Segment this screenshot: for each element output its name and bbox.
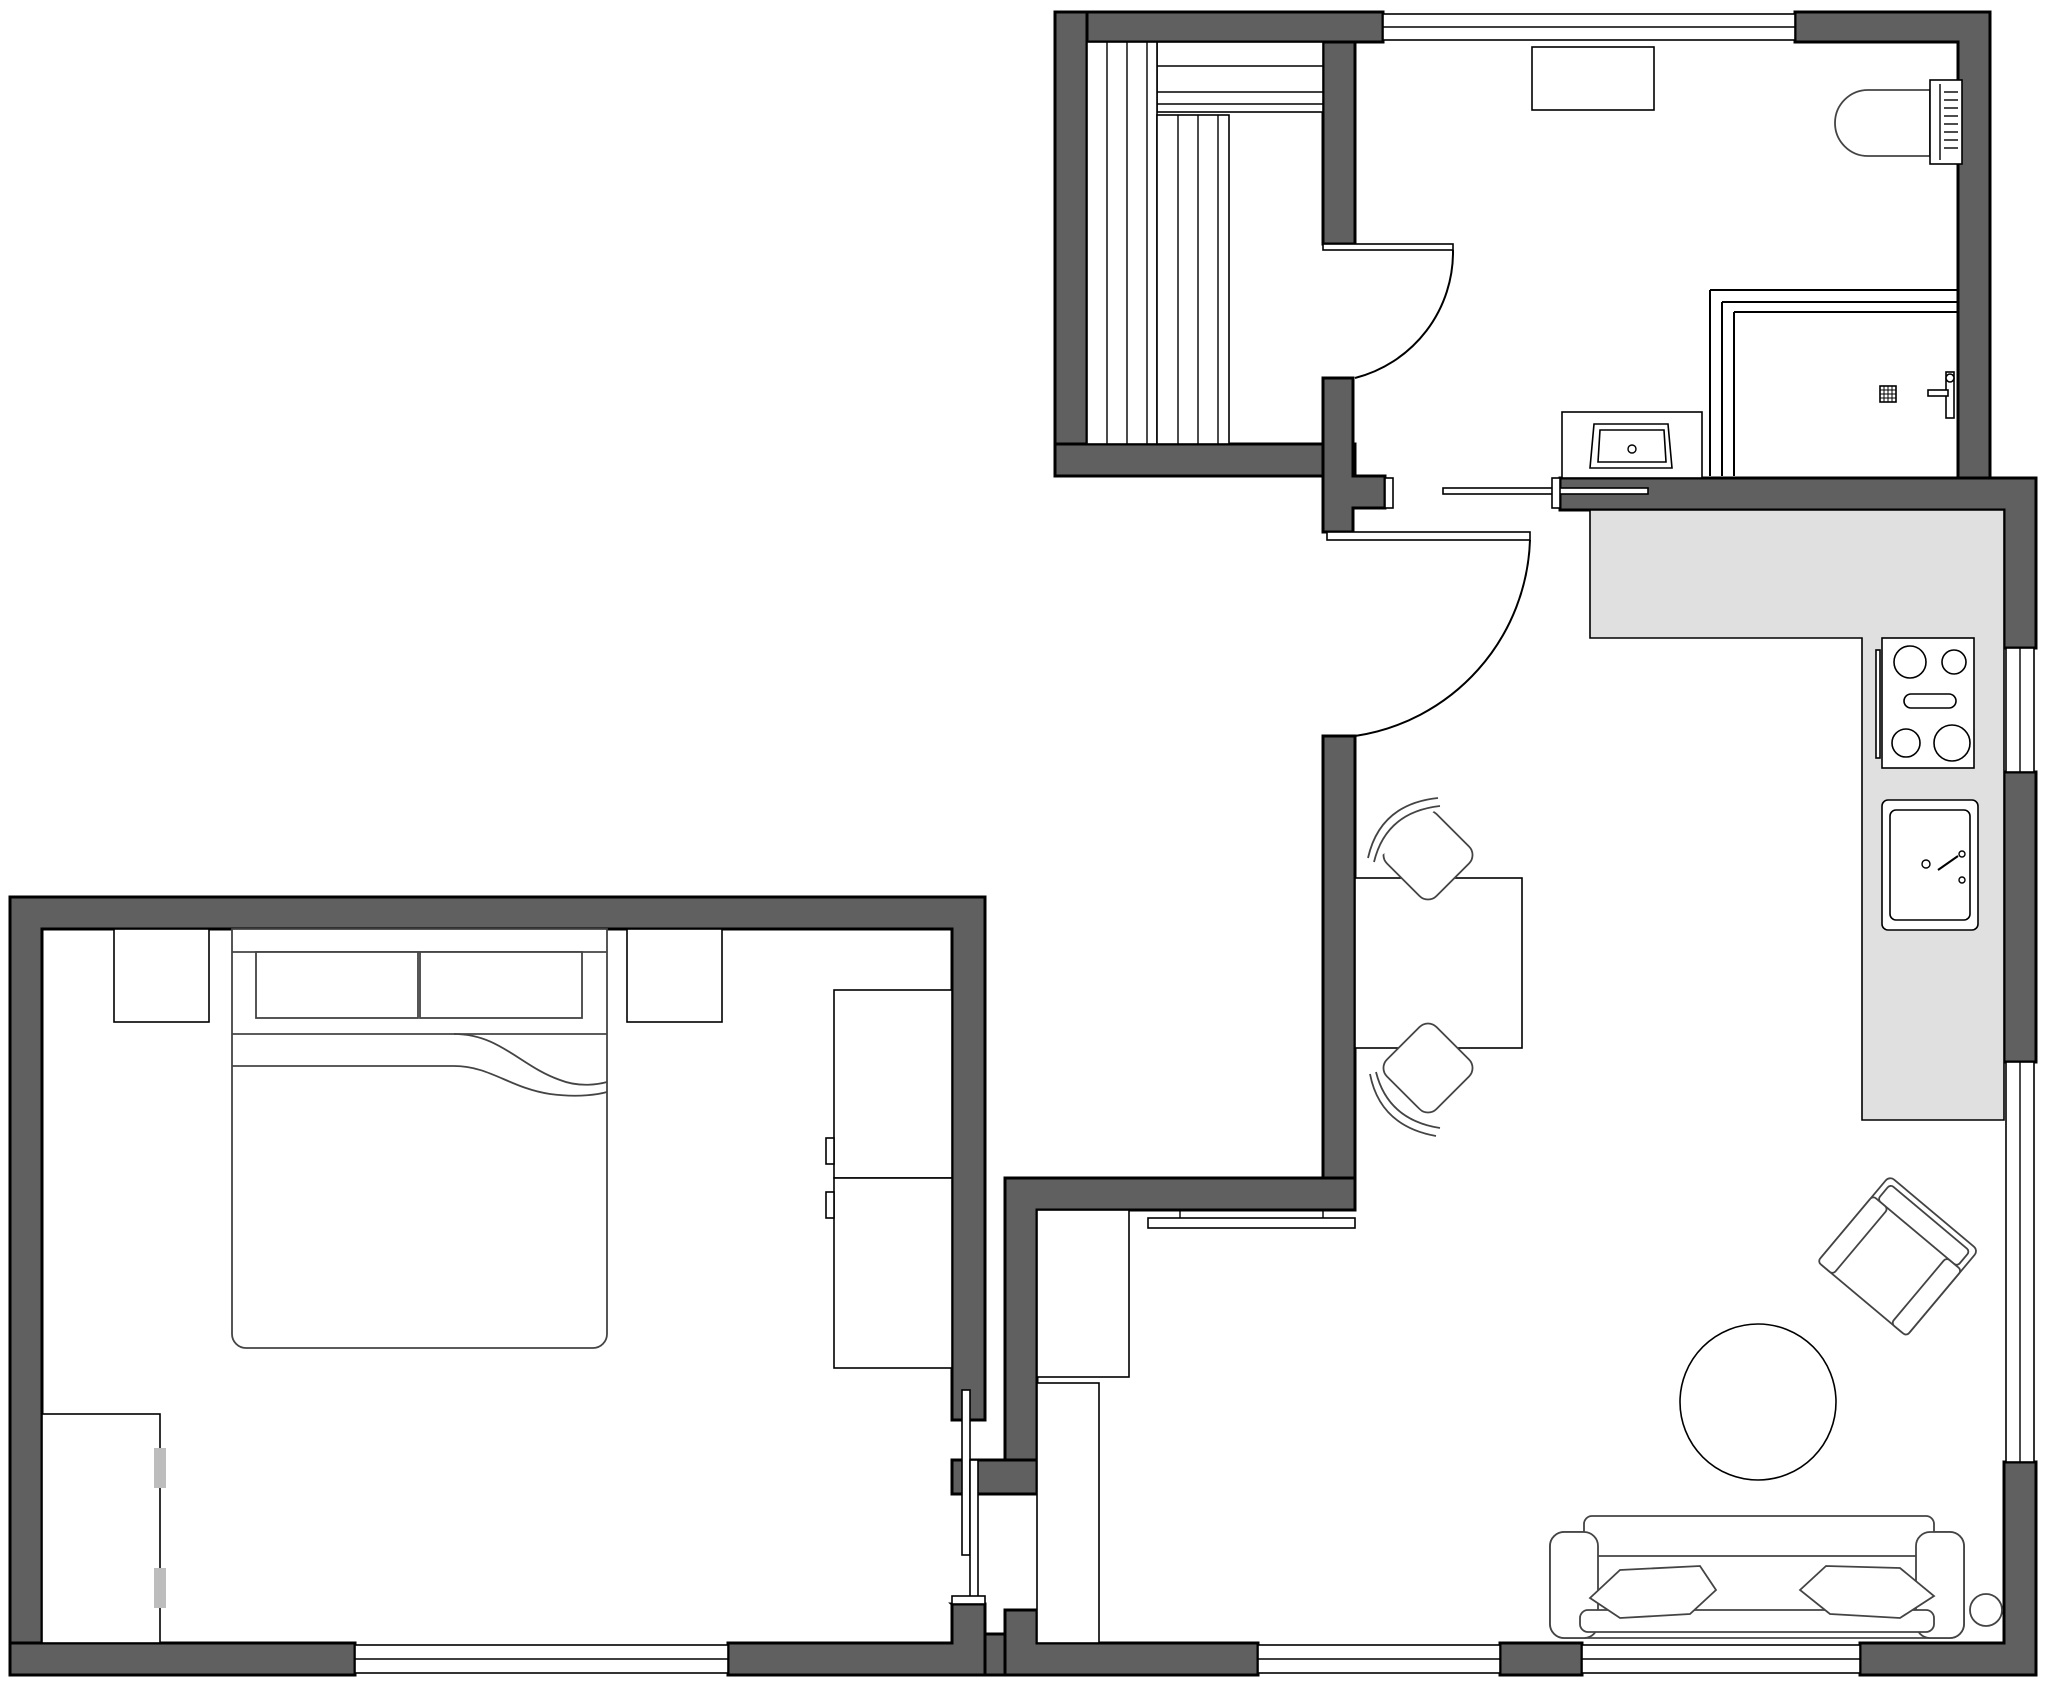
armchair-icon (1818, 1177, 1977, 1336)
windows (354, 13, 2035, 1674)
nightstand-right (626, 928, 723, 1023)
dining-table (1354, 877, 1523, 1049)
dining-chair-icon (1367, 797, 1474, 901)
hall-shelf (1147, 1217, 1356, 1229)
dresser-lower (833, 1177, 953, 1369)
door-bath-sliding (1442, 487, 1649, 495)
wall-bedroom-bottom-right (726, 1602, 987, 1677)
wardrobe (41, 1413, 161, 1644)
coffee-table (1679, 1323, 1837, 1481)
sauna (1086, 41, 1324, 445)
dining-chair-icon (1369, 1022, 1474, 1137)
hall-cabinet-upper (1036, 1209, 1130, 1378)
wall-living-bottom-mid (1498, 1641, 1584, 1677)
wall-living-right-lower (1858, 1460, 2038, 1677)
bath-mat (1531, 46, 1655, 111)
wall-kitchen-right-1 (2002, 770, 2038, 1064)
shower (1709, 289, 1958, 476)
door-bath-frame-left (1384, 477, 1394, 509)
plant-pot (1969, 1593, 2003, 1627)
dresser-knob-2 (825, 1191, 835, 1219)
bed-icon (231, 928, 608, 1349)
dining (1354, 797, 1523, 1137)
washbasin-icon (1589, 423, 1673, 469)
wall-dining-left (1321, 734, 1357, 1212)
sauna-bench-lower (1156, 114, 1230, 445)
sauna-bench-top (1156, 41, 1324, 113)
cooktop-icon (1875, 637, 1975, 769)
wall-sauna-divider-upper (1321, 40, 1357, 246)
doors (951, 243, 1649, 1605)
toilet-icon (1834, 79, 1963, 165)
wardrobe-handle-1 (154, 1448, 166, 1488)
hall-cabinet-lower (1036, 1382, 1100, 1644)
sofa-icon (1549, 1515, 1965, 1639)
wall-sauna-divider-lower (1321, 376, 1387, 534)
kitchen (1589, 509, 2005, 1121)
wardrobe-handle-2 (154, 1568, 166, 1608)
wall-sauna-bottom (1053, 442, 1357, 478)
dresser-upper (833, 989, 953, 1179)
door-bedroom-stop (951, 1595, 986, 1605)
kitchen-sink-icon (1881, 799, 1979, 931)
sauna-bench-left (1086, 41, 1158, 445)
shower-tap-icon (1927, 371, 1955, 419)
door-sauna-swing (1354, 249, 1455, 379)
wall-bedroom-bottom (8, 1641, 357, 1677)
living (1036, 1177, 2003, 1644)
nightstand-left (113, 928, 210, 1023)
wall-sauna-left (1053, 10, 1089, 478)
door-entry-leaf (1326, 531, 1531, 541)
dresser-knob-1 (825, 1137, 835, 1165)
door-sauna-leaf (1322, 243, 1454, 251)
door-bath-frame-right (1551, 477, 1561, 509)
door-bedroom-sliding-2 (969, 1459, 979, 1601)
bathroom (1531, 46, 1963, 479)
door-entry-swing (1354, 539, 1531, 737)
door-bedroom-sliding (961, 1389, 971, 1556)
bedroom (41, 928, 953, 1644)
